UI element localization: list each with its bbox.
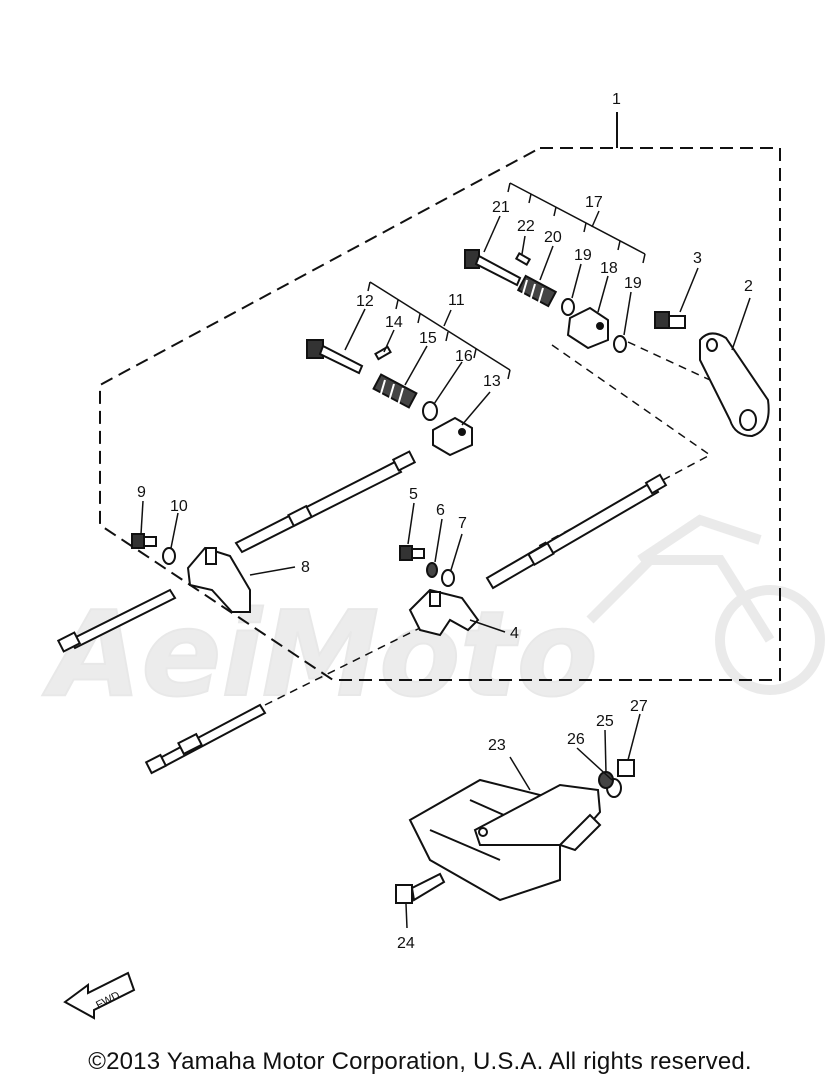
callout-22: 22 [517,218,535,235]
callout-20: 20 [544,229,562,246]
part-18-joint [566,306,609,350]
callout-24: 24 [397,935,415,952]
callout-3: 3 [693,250,702,267]
callout-1: 1 [612,91,621,108]
cable-dash-link [264,627,421,706]
callouts: 1 2 3 4 5 6 7 8 9 10 11 12 13 14 15 16 1… [137,91,753,952]
part-3-nut [654,311,686,329]
fwd-arrow-icon: FWD [63,971,136,1020]
callout-17: 17 [585,194,603,211]
callout-21: 21 [492,199,510,216]
link-lines [534,341,712,549]
callout-7: 7 [458,515,467,532]
callout-5: 5 [409,486,418,503]
callout-2: 2 [744,278,753,295]
part-21-pin [464,249,522,287]
part-19-washer [613,335,627,353]
watermark-motorcycle [586,514,825,695]
callout-26: 26 [567,731,585,748]
callout-23: 23 [488,737,506,754]
callout-25: 25 [596,713,614,730]
part-20-spring [516,274,558,308]
callout-6: 6 [436,502,445,519]
cable-bottom [144,703,267,775]
leader-lines [140,215,751,929]
callout-14: 14 [385,314,403,331]
callout-19: 19 [574,247,592,264]
part-24-bolt [395,872,446,904]
callout-9: 9 [137,484,146,501]
callout-13: 13 [483,373,501,390]
copyright-notice: ©2013 Yamaha Motor Corporation, U.S.A. A… [88,1048,752,1075]
assembly-outline [99,147,781,681]
cable-right [485,473,668,590]
callout-18: 18 [600,260,618,277]
part-5-bolt [399,545,425,561]
part-19-washer [561,298,575,316]
part-6-washer [426,562,438,578]
callout-4: 4 [510,625,519,642]
part-8-bracket [186,546,251,613]
callout-10: 10 [170,498,188,515]
callout-16: 16 [455,348,473,365]
callout-11: 11 [448,292,465,309]
callout-12: 12 [356,293,374,310]
part-9-bolt [131,533,157,549]
watermark-text: AeiMoto [42,585,598,723]
part-15-spring [372,373,418,409]
part-10-washer [162,547,176,565]
part-16-washer [422,401,438,421]
part-27-nut [617,759,635,777]
part-4-bracket [408,588,480,637]
callout-19-b: 19 [624,275,642,292]
cable-upper [234,450,417,554]
bracket-17 [507,182,646,264]
part-22-clip [514,252,532,266]
callout-27: 27 [630,698,648,715]
part-12-pin [306,339,364,375]
part-13-joint [432,416,473,457]
bracket-11 [367,281,511,380]
part-23-plate [473,783,602,852]
part-2-lever [699,332,770,438]
callout-15: 15 [419,330,437,347]
part-14-clip [374,345,392,361]
cable-left [56,588,177,653]
part-7-washer [441,569,455,587]
callout-8: 8 [301,559,310,576]
